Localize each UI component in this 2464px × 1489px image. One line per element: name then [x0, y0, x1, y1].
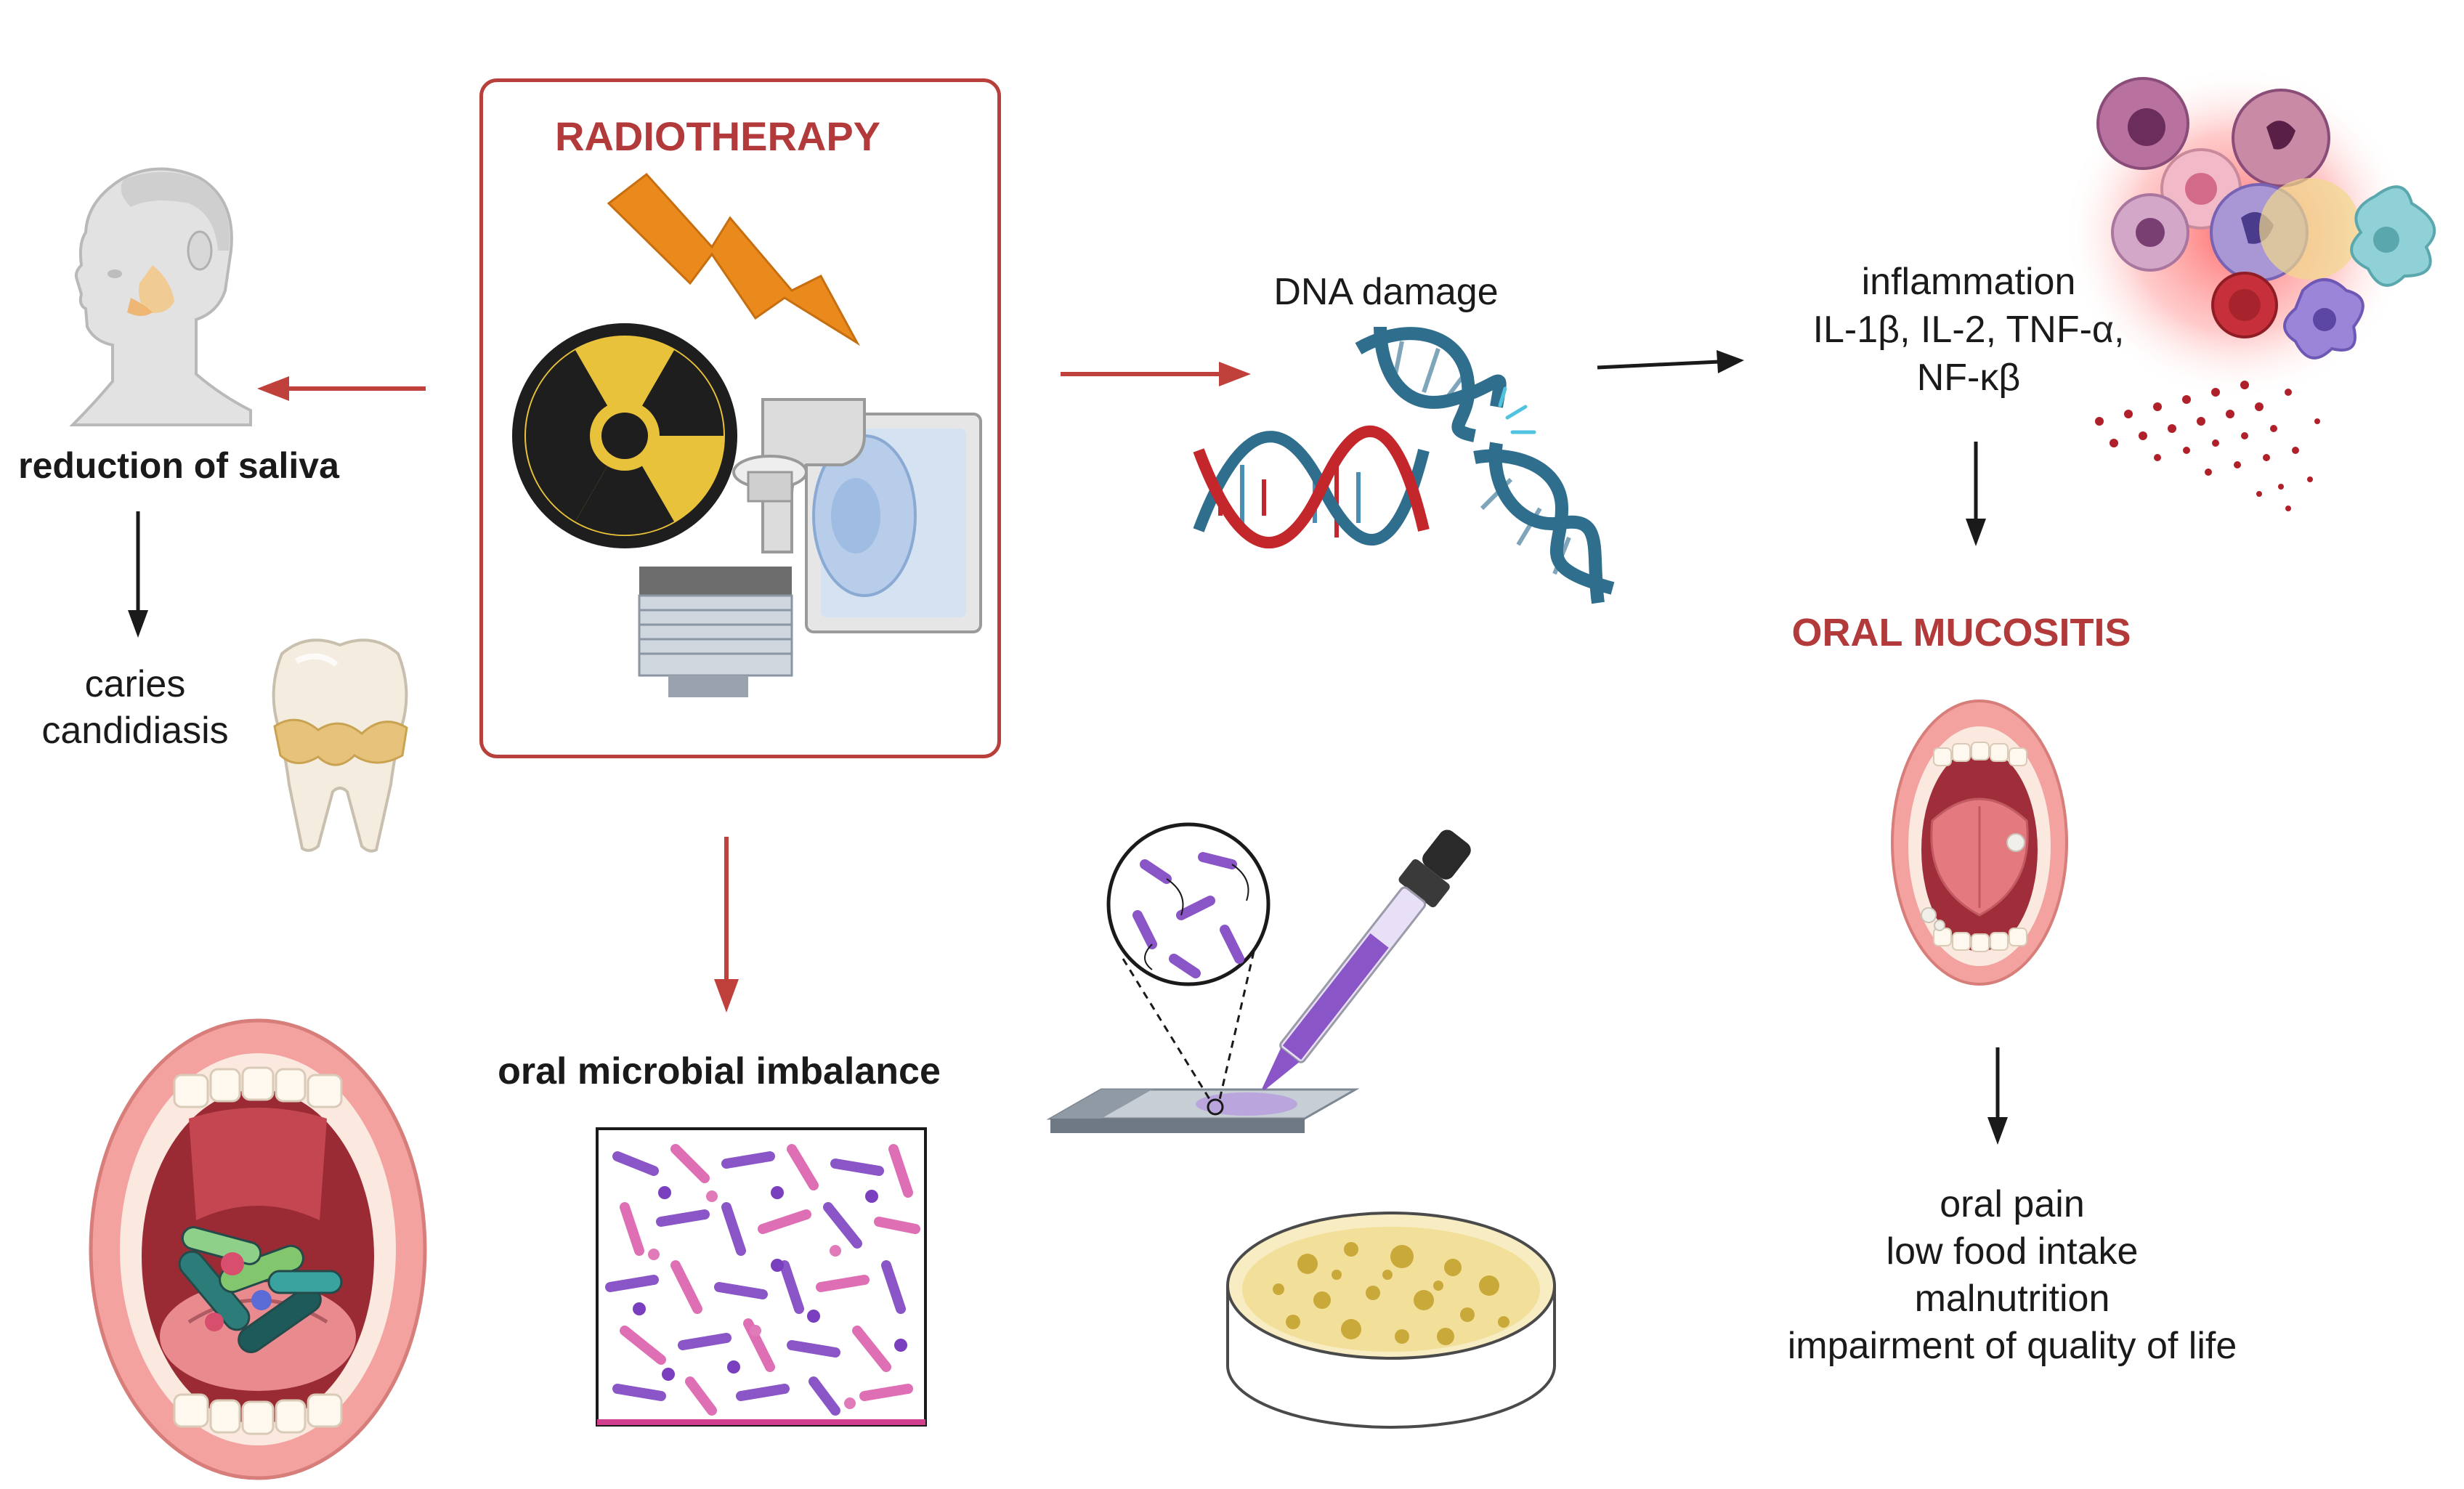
- radiotherapy-title: RADIOTHERAPY: [555, 113, 881, 159]
- immune-cells-icon: [2063, 65, 2436, 511]
- radiotherapy-frame: [479, 78, 1001, 758]
- inflammation-label: inflammation: [1861, 261, 2076, 303]
- tooth-with-plaque-icon: [272, 638, 408, 853]
- oral-pain-label: oral pain: [1940, 1183, 2085, 1225]
- arrow-to-microbial-imbalance: [714, 837, 739, 1013]
- arrow-mucositis-to-consequences: [1987, 1047, 2008, 1145]
- reduction-of-saliva-label: reduction of saliva: [18, 445, 339, 486]
- caries-label: caries: [84, 663, 186, 705]
- oral-mucositis-title: ORAL MUCOSITIS: [1791, 611, 2131, 654]
- low-food-intake-label: low food intake: [1886, 1230, 2139, 1273]
- candidiasis-label: candidiasis: [41, 710, 229, 752]
- arrow-saliva-to-caries: [128, 511, 148, 638]
- cytokines-line1: IL-1β, IL-2, TNF-α,: [1812, 309, 2125, 351]
- dna-helix-icon: [1193, 426, 1430, 548]
- radiation-symbol-icon: [512, 323, 737, 548]
- arrow-inflammation-to-mucositis: [1966, 442, 1986, 546]
- open-mouth-mucositis-icon: [1891, 699, 2068, 986]
- dna-damage-label: DNA damage: [1273, 271, 1499, 313]
- oral-microbial-imbalance-label: oral microbial imbalance: [498, 1050, 941, 1092]
- open-mouth-bacteria-icon: [89, 1018, 427, 1480]
- linear-accelerator-icon: [638, 398, 982, 697]
- bacteria-micrograph-icon: [596, 1127, 927, 1427]
- lightning-bolt-icon: [607, 172, 861, 346]
- impairment-quality-of-life-label: impairment of quality of life: [1787, 1325, 2237, 1367]
- arrow-to-inflammation: [1597, 350, 1744, 373]
- broken-dna-helix-icon: [1355, 326, 1615, 604]
- dropper-slide-icon: [1046, 822, 1471, 1133]
- malnutrition-label: malnutrition: [1914, 1278, 2110, 1320]
- arrow-to-saliva: [257, 376, 426, 401]
- head-profile-icon: [69, 167, 252, 426]
- arrow-to-dna-damage: [1061, 362, 1251, 386]
- cytokines-line2: NF-κβ: [1916, 357, 2021, 399]
- petri-dish-icon: [1226, 1212, 1556, 1429]
